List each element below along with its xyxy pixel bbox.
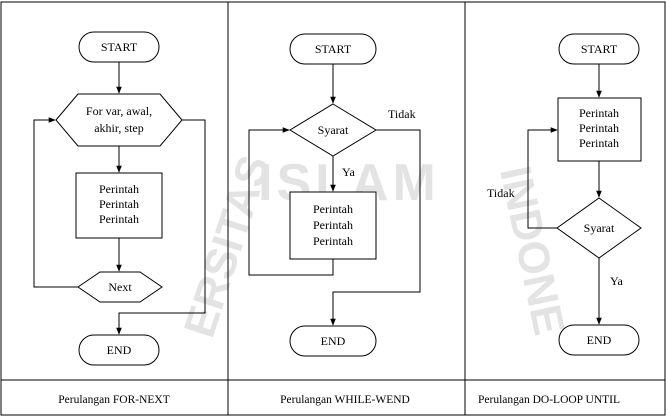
do-loop-back-arrow	[527, 127, 558, 229]
for-process-line-2: Perintah	[99, 197, 139, 211]
for-next-label: Next	[108, 280, 132, 294]
do-condition-label: Syarat	[584, 221, 615, 235]
do-end-terminal	[558, 324, 640, 356]
watermark-left-text: ERSITAS	[175, 150, 280, 343]
for-loop-line-2: akhir, step	[94, 121, 144, 135]
while-end-label: END	[321, 334, 346, 348]
for-process-line-1: Perintah	[99, 182, 139, 196]
while-process-line-3: Perintah	[313, 234, 353, 248]
while-yes-label: Ya	[342, 165, 355, 179]
do-process-line-1: Perintah	[579, 106, 619, 120]
for-process-line-3: Perintah	[99, 212, 139, 226]
while-process-box	[289, 191, 377, 260]
for-next-hexagon	[77, 271, 163, 303]
do-end-label: END	[587, 333, 612, 347]
for-start-label: START	[101, 40, 138, 54]
while-exit-arrow	[330, 129, 421, 326]
for-loop-hexagon	[55, 93, 183, 147]
while-end-terminal	[289, 325, 377, 357]
do-yes-label: Ya	[610, 274, 623, 288]
while-process-line-2: Perintah	[313, 218, 353, 232]
for-next-caption: Perulangan FOR-NEXT	[58, 394, 169, 406]
for-end-label: END	[107, 343, 132, 357]
while-process-line-1: Perintah	[313, 202, 353, 216]
for-loop-back-arrow	[33, 117, 78, 288]
while-wend-caption: Perulangan WHILE-WEND	[280, 394, 410, 406]
while-wend-flowchart: START Syarat Tidak Ya Perintah Perintah …	[248, 33, 421, 357]
while-loop-back-arrow	[248, 127, 334, 276]
for-loop-line-1: For var, awal,	[86, 104, 152, 118]
do-process-line-3: Perintah	[579, 136, 619, 150]
for-exit-arrow	[116, 119, 206, 335]
for-next-flowchart: START For var, awal, akhir, step Perinta…	[33, 31, 206, 366]
while-no-label: Tidak	[388, 107, 416, 121]
while-condition-label: Syarat	[318, 123, 349, 137]
do-no-label: Tidak	[487, 186, 515, 200]
while-start-label: START	[315, 42, 352, 56]
do-start-label: START	[581, 42, 618, 56]
for-end-terminal	[78, 334, 160, 366]
do-process-line-2: Perintah	[579, 121, 619, 135]
do-loop-flowchart: START Perintah Perintah Perintah Syarat …	[487, 33, 642, 356]
do-loop-caption: Perulangan DO-LOOP UNTIL	[478, 394, 620, 406]
